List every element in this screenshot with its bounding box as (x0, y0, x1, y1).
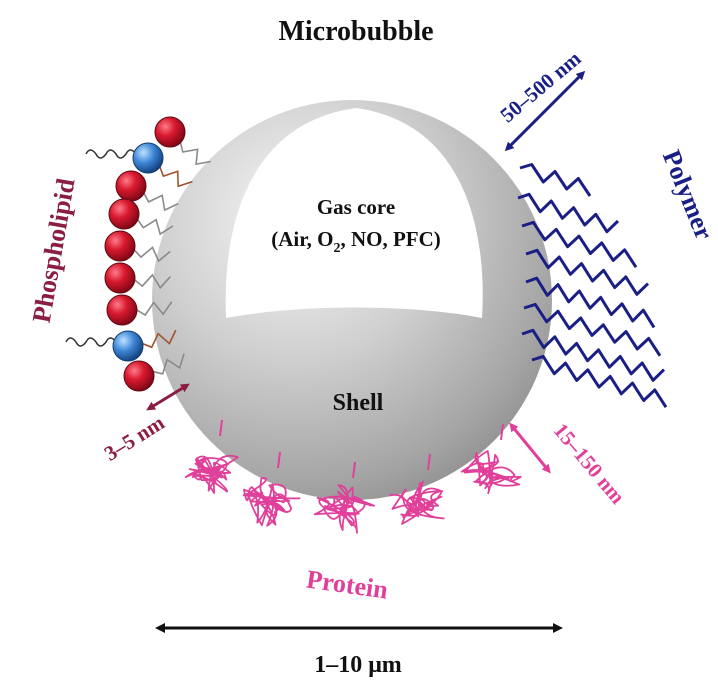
protein-layer (184, 419, 522, 534)
lipid-head-red (154, 116, 186, 148)
lipid-head-red (108, 198, 140, 230)
protein-blob (242, 477, 301, 527)
gas-core (225, 108, 483, 318)
polymer-chain (525, 276, 656, 329)
protein-label: Protein (305, 565, 391, 605)
lipid-tail (158, 165, 193, 188)
lipid-head-red (123, 360, 155, 392)
polymer-chain (531, 354, 668, 409)
protein-anchor (427, 453, 431, 471)
diameter-label: 1–10 μm (314, 652, 402, 678)
polymer-chain (523, 302, 662, 357)
phospholipid-thickness-label: 3–5 nm (100, 410, 169, 466)
protein-blob (460, 450, 522, 495)
protein-anchor (219, 419, 223, 437)
protein-blob (313, 484, 375, 534)
lipid-peg-chain (65, 337, 117, 347)
lipid-tail (136, 218, 174, 236)
lipid-tail (142, 192, 179, 212)
title: Microbubble (278, 16, 433, 47)
shell-label: Shell (333, 390, 384, 416)
lipid-tail (133, 273, 171, 290)
gas-core-label: Gas core (317, 195, 395, 219)
phospholipid-label: Phospholipid (27, 176, 81, 325)
lipid-tail (133, 246, 171, 263)
polymer-layer (517, 163, 668, 409)
lipid-head-blue (132, 142, 164, 174)
lipid-head-red (104, 262, 136, 294)
lipid-head-red (115, 170, 147, 202)
protein-anchor (500, 423, 504, 441)
lipid-tail (135, 301, 173, 317)
polymer-length-arrow (504, 70, 586, 152)
polymer-chain (517, 192, 620, 234)
protein-blob (184, 454, 239, 494)
protein-anchor (277, 451, 281, 469)
gas-core-composition: (Air, O2, NO, PFC) (271, 227, 441, 256)
polymer-chain (521, 220, 638, 269)
lipid-head-red (104, 230, 136, 262)
phospholipid-layer (65, 116, 211, 392)
phospholipid-thickness-arrow (146, 383, 190, 411)
polymer-chain (525, 248, 650, 296)
protein-size-arrow (509, 422, 551, 474)
lipid-tail (152, 353, 185, 375)
lipid-head-blue (112, 330, 144, 362)
protein-anchor (352, 461, 356, 479)
lipid-head-red (106, 294, 138, 326)
lipid-tail (141, 329, 177, 349)
polymer-chain (521, 328, 666, 382)
lipid-tail (179, 141, 211, 166)
protein-size-label: 15–150 nm (549, 418, 630, 508)
polymer-chain (519, 163, 592, 197)
lipid-peg-chain (85, 149, 137, 159)
polymer-label: Polymer (657, 146, 718, 244)
protein-blob (389, 480, 445, 525)
